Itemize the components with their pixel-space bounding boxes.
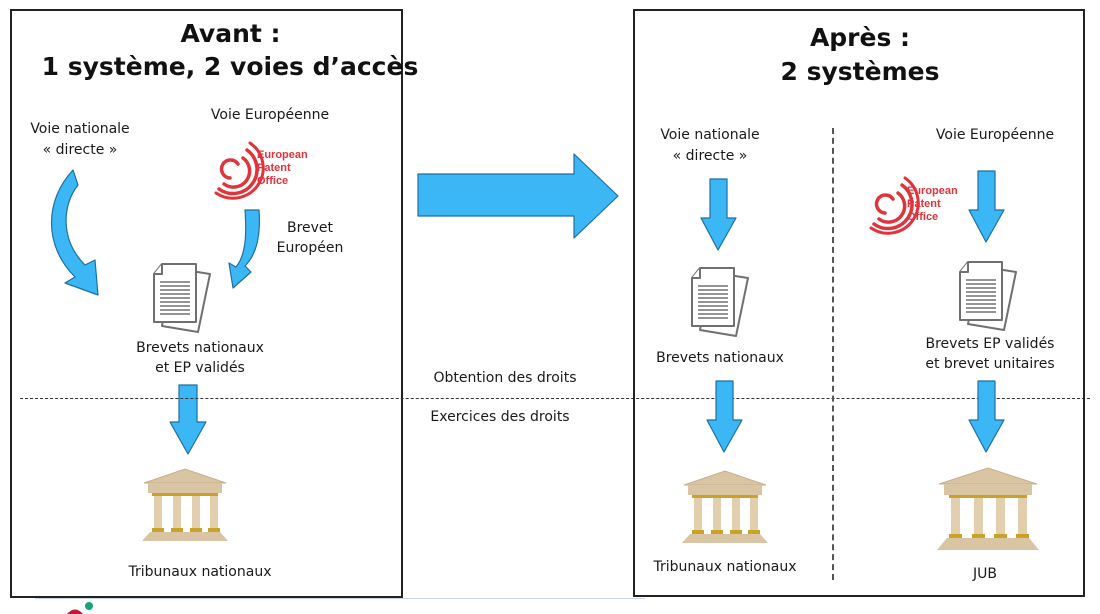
epo-logo-line1: European	[907, 185, 958, 197]
after-panel	[633, 9, 1085, 597]
down-arrow-icon	[968, 380, 1005, 453]
footer-rule	[35, 598, 645, 599]
systems-divider-line	[832, 128, 834, 580]
document-icon	[691, 267, 749, 337]
document-icon	[153, 263, 211, 333]
before-european-patent-line1: Brevet	[286, 220, 334, 236]
before-patents-line1: Brevets nationaux	[136, 340, 264, 356]
footer-logo-icon	[67, 602, 93, 614]
document-icon	[959, 261, 1017, 331]
epo-logo-line3: Office	[907, 211, 938, 223]
courthouse-icon	[937, 467, 1039, 550]
after-title-line1: Après :	[809, 23, 911, 52]
after-ep-patents-line1: Brevets EP validés	[925, 336, 1055, 352]
courthouse-icon	[682, 470, 768, 543]
epo-logo: European Patent Office	[210, 128, 310, 206]
epo-logo-line3: Office	[257, 175, 288, 187]
after-national-courts: Tribunaux nationaux	[653, 559, 797, 575]
after-national-route-line1: Voie nationale	[660, 127, 760, 143]
epo-logo-line2: Patent	[257, 162, 291, 174]
before-title-line2: 1 système, 2 voies d’accès	[41, 52, 419, 81]
rights-separator-line	[20, 398, 1090, 399]
before-european-route: Voie Européenne	[210, 107, 330, 123]
before-courts: Tribunaux nationaux	[128, 564, 272, 580]
before-panel	[10, 9, 403, 598]
down-arrow-icon	[700, 178, 737, 251]
after-european-route: Voie Européenne	[935, 127, 1055, 143]
after-national-patents: Brevets nationaux	[656, 350, 784, 366]
big-right-arrow-icon	[417, 153, 619, 239]
curved-arrow-national-icon	[50, 169, 99, 296]
down-arrow-icon	[968, 170, 1005, 243]
down-arrow-icon	[706, 380, 743, 453]
epo-swirl-icon: European Patent Office	[214, 141, 308, 200]
after-title-line2: 2 systèmes	[780, 57, 940, 86]
after-ep-patents-line2: et brevet unitaires	[925, 356, 1055, 372]
after-national-route-line2: « directe »	[672, 148, 748, 164]
before-patents-line2: et EP validés	[155, 360, 245, 376]
before-european-patent-line2: Européen	[276, 240, 344, 256]
curved-arrow-european-icon	[228, 209, 260, 289]
obtaining-rights-label: Obtention des droits	[433, 370, 577, 386]
exercising-rights-label: Exercices des droits	[430, 409, 570, 425]
epo-logo-line1: European	[257, 149, 308, 161]
before-national-route-line1: Voie nationale	[30, 121, 130, 137]
courthouse-icon	[142, 468, 228, 541]
epo-swirl-icon: European Patent Office	[869, 176, 958, 235]
down-arrow-icon	[169, 384, 207, 455]
before-title-line1: Avant :	[180, 19, 281, 48]
epo-logo-line2: Patent	[907, 198, 941, 210]
after-unified-court: JUB	[973, 566, 997, 582]
before-national-route-line2: « directe »	[42, 142, 118, 158]
epo-logo: European Patent Office	[865, 163, 965, 243]
